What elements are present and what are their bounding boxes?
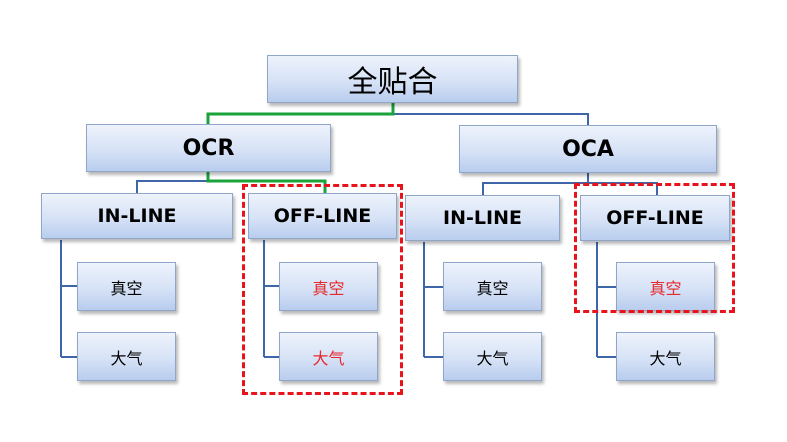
oca-inline-air-node: 大气 [443, 332, 542, 381]
ocr-inline-node: IN-LINE [41, 193, 233, 239]
connector-ocr-inline [136, 172, 209, 193]
ocr-label: OCR [182, 135, 235, 161]
oca-inline-vacuum-label: 真空 [476, 278, 509, 298]
oca-offline-node: OFF-LINE [580, 195, 730, 241]
connector-oca-offline-leaves [596, 242, 616, 358]
root-label: 全贴合 [347, 65, 438, 100]
ocr-offline-air-node: 大气 [279, 332, 378, 381]
ocr-inline-vacuum-label: 真空 [110, 278, 143, 298]
highlight-box-oca-offline-vacuum [574, 183, 735, 313]
ocr-node: OCR [86, 124, 331, 172]
oca-inline-node: IN-LINE [405, 195, 560, 241]
root-node: 全贴合 [267, 55, 518, 103]
connector-ocr-offline-leaves [263, 240, 279, 358]
oca-offline-air-label: 大气 [649, 348, 682, 368]
oca-offline-vacuum-label: 真空 [649, 278, 682, 298]
connector-ocr-offline [206, 172, 327, 193]
ocr-inline-label: IN-LINE [97, 205, 177, 227]
highlight-box-ocr-offline [242, 184, 403, 395]
oca-inline-label: IN-LINE [443, 207, 522, 229]
ocr-inline-vacuum-node: 真空 [77, 262, 176, 311]
connector-oca-inline [482, 172, 589, 195]
oca-label: OCA [562, 136, 614, 162]
connector-root-oca [392, 103, 589, 125]
oca-inline-vacuum-node: 真空 [443, 262, 542, 311]
oca-offline-air-node: 大气 [616, 332, 715, 381]
ocr-offline-node: OFF-LINE [248, 193, 397, 239]
connector-root-ocr [206, 103, 395, 124]
ocr-offline-vacuum-node: 真空 [279, 262, 378, 311]
ocr-inline-air-label: 大气 [110, 348, 143, 368]
oca-inline-air-label: 大气 [476, 348, 509, 368]
ocr-inline-air-node: 大气 [77, 332, 176, 381]
oca-node: OCA [459, 125, 717, 173]
connector-ocr-inline-leaves [60, 240, 77, 358]
ocr-offline-air-label: 大气 [312, 348, 345, 368]
oca-offline-label: OFF-LINE [606, 207, 704, 229]
ocr-offline-vacuum-label: 真空 [312, 278, 345, 298]
oca-offline-vacuum-node: 真空 [616, 262, 715, 311]
connector-oca-inline-leaves [423, 242, 443, 358]
ocr-offline-label: OFF-LINE [273, 205, 372, 227]
